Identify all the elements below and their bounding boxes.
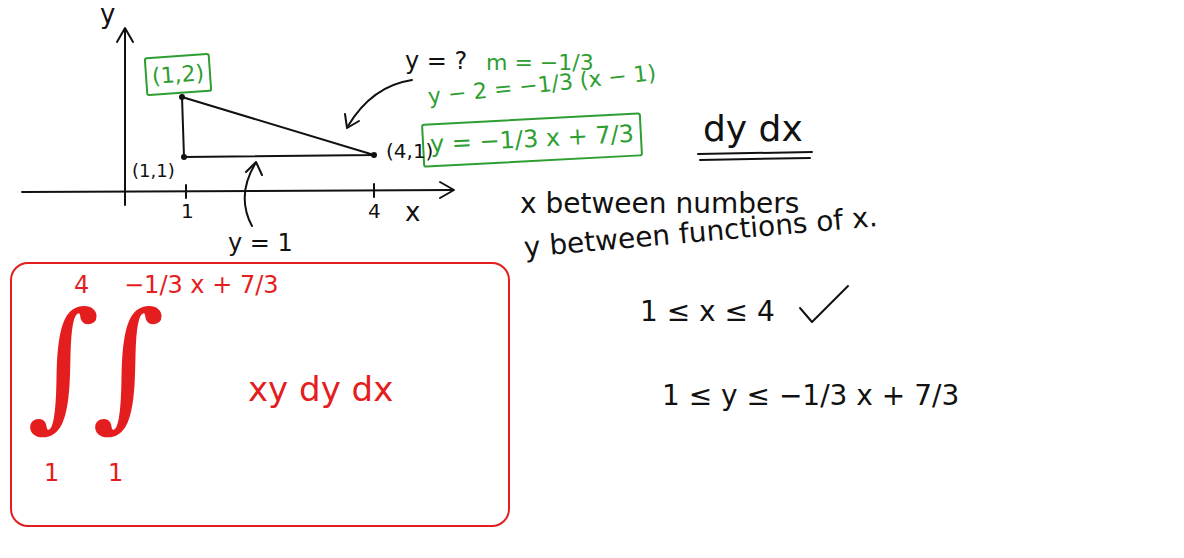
arrowhead: [246, 162, 262, 175]
point-label: (1,1): [132, 161, 175, 182]
point-box: (1,2): [144, 53, 213, 97]
pointer-arrow: [348, 80, 412, 126]
box-text: (1,2): [151, 60, 205, 89]
lower-limit: 1: [44, 460, 59, 488]
axis-label: x: [405, 198, 420, 228]
tick-mark: [373, 184, 375, 197]
triangle-region: [182, 97, 374, 157]
axis-arrowhead: [117, 28, 133, 42]
tick-mark: [185, 185, 187, 198]
tick-label: 1: [181, 200, 194, 223]
upper-limit: 4: [74, 272, 89, 300]
tick-label: 4: [368, 200, 381, 223]
order-heading: dy dx: [703, 108, 803, 149]
line-note: y = 1: [228, 230, 293, 258]
equation-box: y = −1/3 x + 7/3: [421, 112, 643, 167]
point-label: (4,1): [386, 140, 433, 163]
box-text: y = −1/3 x + 7/3: [429, 121, 634, 159]
question-note: y = ?: [405, 48, 467, 76]
upper-limit: −1/3 x + 7/3: [124, 272, 279, 300]
pointer-arrow: [245, 164, 255, 226]
x-axis: [22, 190, 452, 192]
integral-sign: ∫: [27, 294, 100, 434]
bound-inequality: 1 ≤ x ≤ 4: [640, 296, 775, 328]
vertex-dot: [179, 94, 185, 100]
integral-sign: ∫: [92, 294, 165, 434]
vertex-dot: [371, 152, 377, 158]
y-axis: [124, 30, 126, 205]
integrand: xy dy dx: [248, 370, 393, 409]
vertex-dot: [181, 154, 187, 160]
underline: [700, 158, 810, 160]
checkmark: [800, 286, 848, 322]
bound-inequality: 1 ≤ y ≤ −1/3 x + 7/3: [662, 380, 959, 412]
axis-label: y: [100, 0, 115, 30]
underline: [698, 152, 812, 154]
arrowhead: [345, 114, 359, 128]
lower-limit: 1: [108, 460, 123, 488]
axis-arrowhead: [440, 182, 454, 198]
integral-box: ∫41∫−1/3 x + 7/31xy dy dx: [10, 262, 510, 527]
